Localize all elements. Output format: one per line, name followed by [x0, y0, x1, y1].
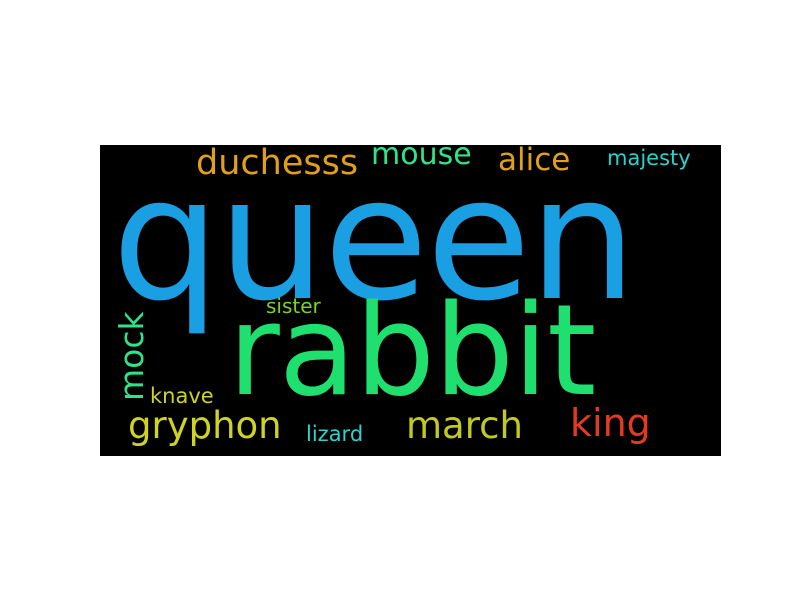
- word-majesty: majesty: [607, 146, 691, 170]
- word-knave: knave: [150, 384, 214, 408]
- word-mock: mock: [112, 311, 151, 401]
- word-gryphon: gryphon: [128, 404, 282, 447]
- word-duchesss: duchesss: [196, 145, 359, 183]
- word-cloud: queen rabbit duchesss mouse alice majest…: [100, 145, 721, 456]
- word-alice: alice: [498, 145, 571, 178]
- word-rabbit: rabbit: [228, 277, 596, 424]
- word-king: king: [570, 401, 651, 445]
- word-sister: sister: [266, 294, 321, 318]
- word-queen: queen: [112, 145, 637, 339]
- word-lizard: lizard: [306, 422, 364, 446]
- word-march: march: [406, 404, 523, 447]
- word-mouse: mouse: [371, 145, 472, 172]
